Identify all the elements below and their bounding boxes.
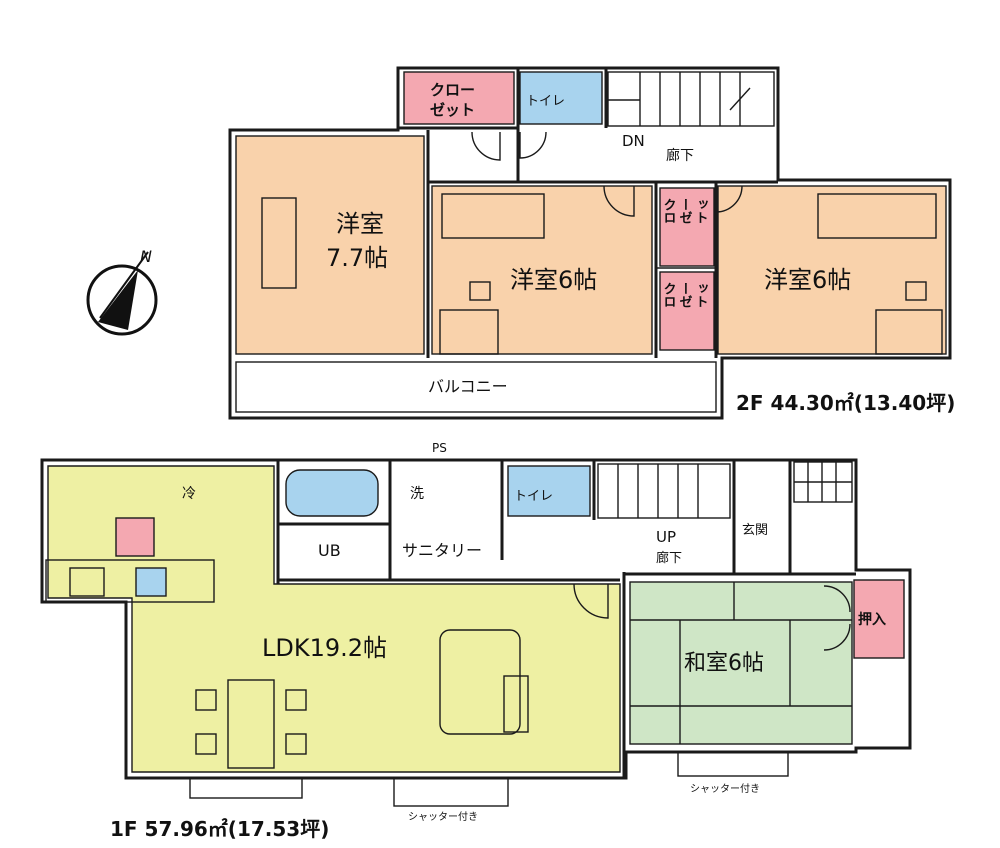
closet-label-column: クロ [661,198,677,224]
toilet2-label: トイレ [526,94,565,109]
floor2-area: 2F 44.30㎡(13.40坪) [736,391,955,415]
sofa-icon [439,629,529,735]
hallway1-label: 廊下 [656,550,682,566]
storage-label: 押入 [858,611,886,628]
closet-label-column: クロ [661,282,677,308]
door-swing [823,585,851,613]
kitchen-counter [45,559,215,603]
compass-icon: N [86,247,158,336]
stairs-1f [597,463,731,519]
toilet1-label: トイレ [514,489,553,504]
storage-room [853,579,905,659]
bedroom3-label: 洋室6帖 [764,266,851,294]
shutter-window [677,751,789,777]
stove [115,517,155,557]
floor1-plan [40,458,912,807]
bedroom2-label: 洋室6帖 [510,266,597,294]
door-swing [715,185,743,213]
japanese-room [629,581,853,745]
bedroom2-room [431,185,653,355]
ldk-room [47,465,621,773]
entrance-label: 玄関 [742,523,768,538]
sanitary-label: サニタリー [402,541,482,560]
closet-v2-label: クローゼット [661,282,708,308]
compass-label: N [140,247,152,266]
window [189,777,303,799]
chair-icon [905,281,927,301]
stairs-2f [607,71,775,127]
hallway2-label: 廊下 [666,147,694,164]
bedroom1-room [235,135,425,355]
stove-top [69,567,105,597]
shutter1-label: シャッター付き [408,810,478,823]
closet-v2 [659,271,715,351]
bath-tub [285,469,379,517]
door-swing [471,131,501,161]
door-swing [603,185,635,217]
bedroom1-label-1: 洋室 [336,210,384,238]
desk-icon [875,309,943,355]
floor1-area: 1F 57.96㎡(17.53坪) [110,817,329,841]
balcony-label: バルコニー [428,377,508,396]
floor2-plan [228,66,952,420]
toilet1-room [507,465,591,517]
ps-label: PS [432,441,447,455]
dining-table-icon [195,679,307,769]
toilet2-room [519,71,603,125]
fridge-label: 冷 [182,486,196,502]
desk-icon [439,309,499,355]
washer-label: 洗 [410,486,424,502]
closet-top-label-2: ゼット [430,101,475,119]
door-swing [573,583,609,619]
bedroom3-room [717,185,947,355]
bath-label: UB [318,541,341,560]
bed-icon [817,193,937,239]
ldk-label: LDK19.2帖 [262,634,387,662]
balcony [235,361,717,413]
closet-label-column: ット [693,198,708,224]
closet-top [403,71,515,125]
sink [135,567,167,597]
closet-v1-label: クローゼット [661,198,708,224]
entrance-tiles [793,461,853,503]
door-swing [823,623,851,651]
up-label: UP [656,528,676,546]
japanese-label: 和室6帖 [684,651,764,676]
closet-label-column: ット [693,282,708,308]
chair-icon [469,281,491,301]
bed-icon [441,193,545,239]
bed-icon [261,197,297,289]
down-label: DN [622,132,645,150]
closet-label-column: ーゼ [677,198,693,224]
closet-v1 [659,187,715,267]
door-swing [519,131,547,159]
closet-top-label-1: クロー [430,81,475,99]
floor2-outline [228,66,952,420]
tatami-lines [630,582,852,744]
closet-label-column: ーゼ [677,282,693,308]
shutter-window [393,777,509,807]
shutter2-label: シャッター付き [690,782,760,795]
bedroom1-label-2: 7.7帖 [326,244,388,272]
